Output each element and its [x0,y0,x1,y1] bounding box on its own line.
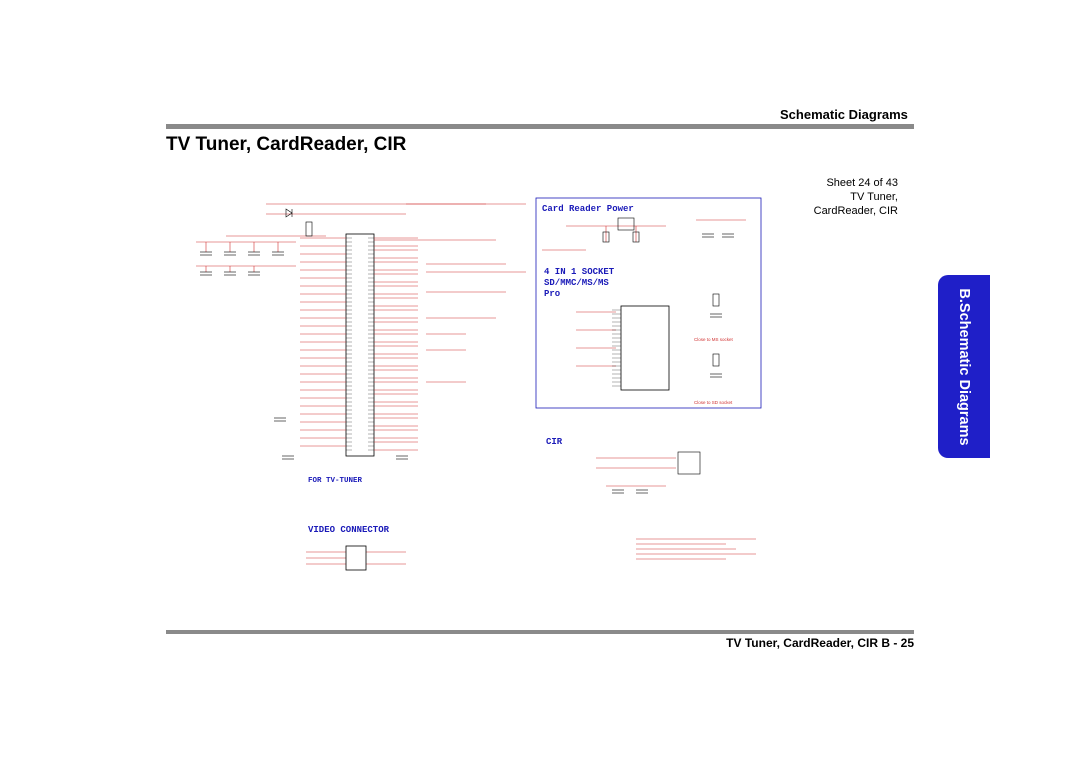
side-tab-label: B.Schematic Diagrams [956,287,972,446]
side-tab[interactable]: B.Schematic Diagrams [938,275,990,458]
label-card-reader-power: Card Reader Power [542,204,634,214]
footer-rule [166,630,914,634]
label-socket-title-2: SD/MMC/MS/MS [544,278,609,288]
video-connector-symbol [345,545,367,571]
tv-tuner-section [196,203,526,272]
tv-tuner-connector [300,233,418,457]
page-title: TV Tuner, CardReader, CIR [166,134,407,155]
sheet-number: Sheet 24 of 43 [826,177,898,189]
sheet-name-line2: CardReader, CIR [813,205,898,217]
label-close-sd: Close to SD socket [694,400,733,405]
section-header: Schematic Diagrams [780,107,908,122]
label-socket-title-1: 4 IN 1 SOCKET [544,267,615,277]
card-socket-ic [612,305,670,391]
footer-page-label: TV Tuner, CardReader, CIR B - 25 [726,636,914,650]
label-for-tv-tuner: FOR TV-TUNER [308,477,363,485]
header-rule [166,124,914,129]
sheet-info: Sheet 24 of 43 TV Tuner, CardReader, CIR [780,176,898,218]
label-socket-title-3: Pro [544,289,560,299]
card-reader-frame [535,197,762,409]
schematic-diagram: FOR TV-TUNER Card Reader Power 4 IN 1 SO… [196,197,762,571]
sheet-name-line1: TV Tuner, [850,191,898,203]
label-close-ms: Close to MS socket [694,337,734,342]
label-video-connector: VIDEO CONNECTOR [308,525,390,535]
label-cir: CIR [546,437,563,447]
